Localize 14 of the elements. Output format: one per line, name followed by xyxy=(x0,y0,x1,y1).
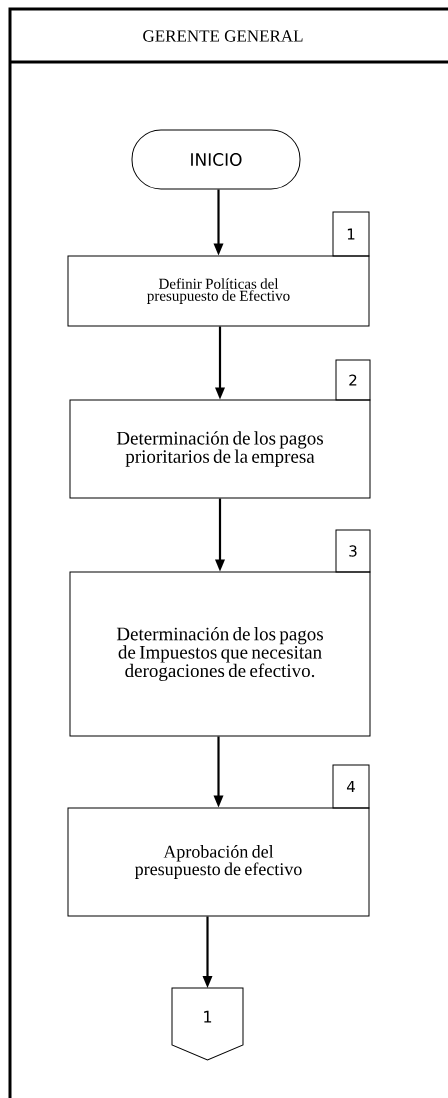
step-number-box: 1 xyxy=(332,211,370,257)
step-number-box: 3 xyxy=(335,529,371,573)
process-box: Determinación de los pagos de Impuestos que necesitan derogaciones de efectivo. xyxy=(69,571,371,737)
arrow xyxy=(215,498,225,572)
arrow xyxy=(202,916,213,988)
step-number-box: 2 xyxy=(335,359,371,401)
off-page-connector: 1 xyxy=(171,987,244,1061)
arrow xyxy=(213,736,224,808)
step-number-box: 4 xyxy=(332,764,370,809)
arrow xyxy=(213,189,224,256)
process-box: Aprobación del presupuesto de efectivo xyxy=(67,807,370,917)
arrow xyxy=(215,326,225,400)
process-box: Definir Políticas del presupuesto de Efectivo xyxy=(67,255,370,327)
process-box: Determinación de los pagos prioritarios de la empresa xyxy=(69,399,371,499)
